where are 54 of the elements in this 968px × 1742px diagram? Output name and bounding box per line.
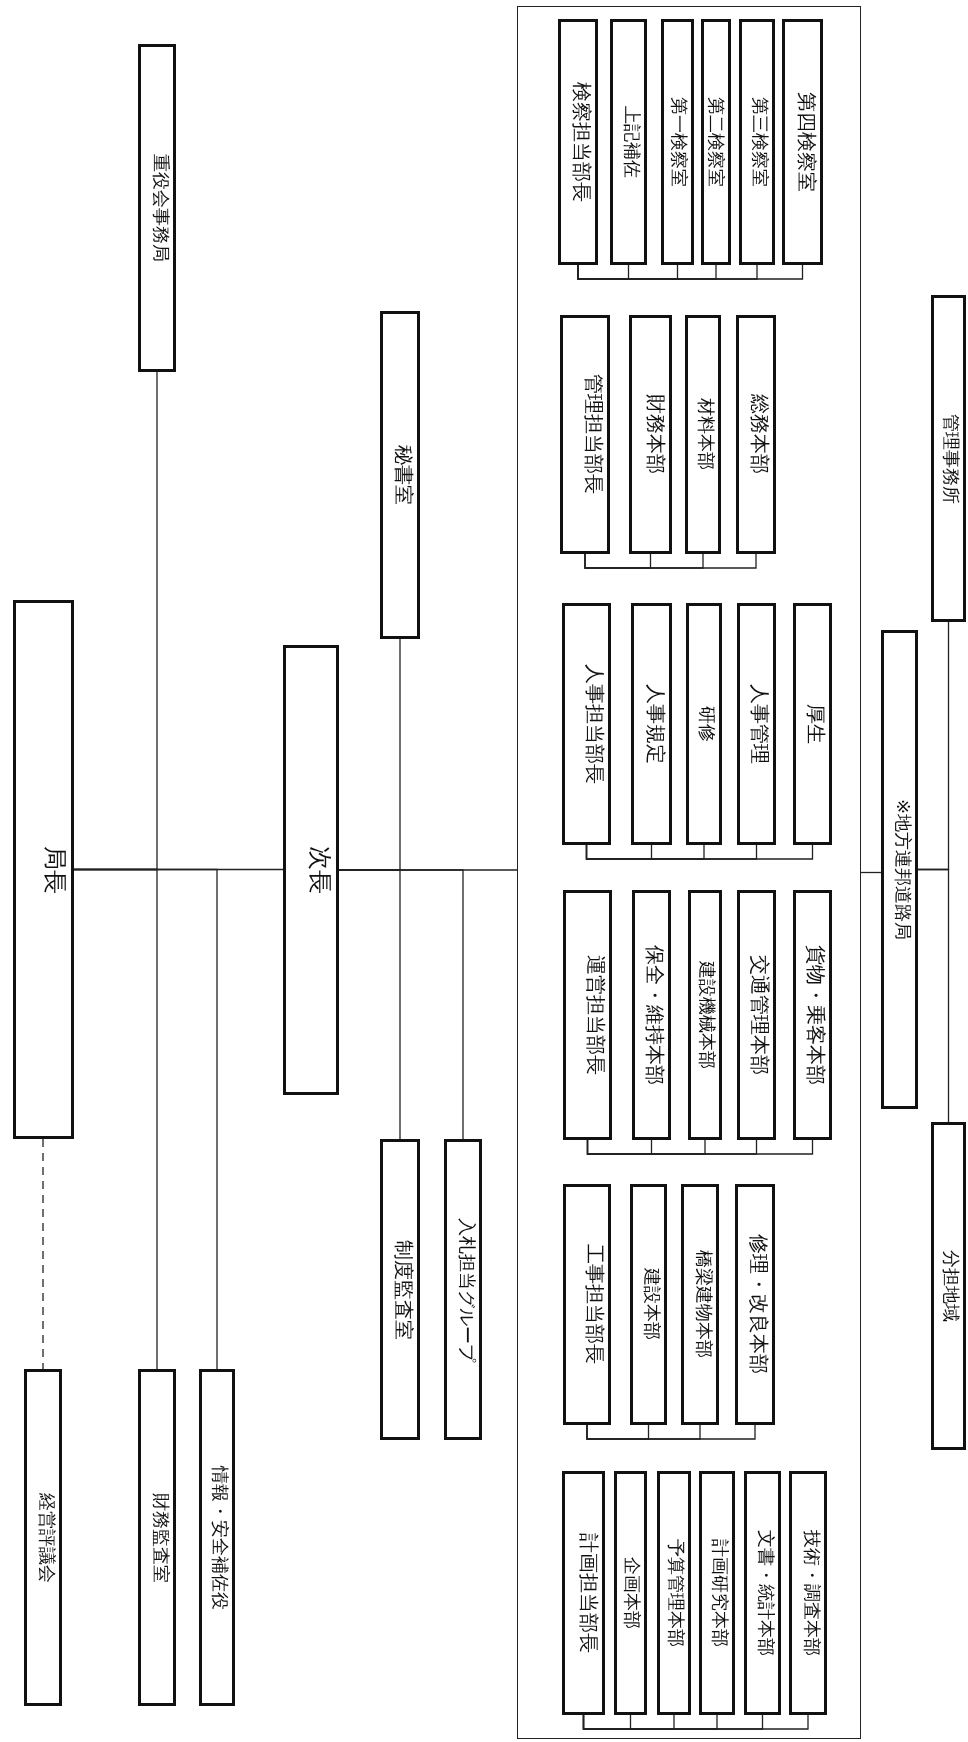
org-box: 貨物・乗客本部 xyxy=(792,889,832,1140)
connector-line xyxy=(586,1424,756,1440)
org-box: 材料本部 xyxy=(684,314,721,554)
org-box: 厚生 xyxy=(792,602,832,845)
org-box: 次長 xyxy=(283,645,339,1095)
connector-line xyxy=(582,1714,809,1730)
org-box: 第一検察室 xyxy=(660,18,694,265)
org-box: 秘書室 xyxy=(380,311,420,639)
org-box: 管理事務所 xyxy=(931,295,966,622)
org-box: 計画研究本部 xyxy=(698,1470,735,1715)
org-box: 制度監査室 xyxy=(380,1139,420,1440)
group-frame xyxy=(517,6,861,1739)
org-box: 入札担当グループ xyxy=(444,1139,482,1440)
org-box: 検察担当部長 xyxy=(557,18,598,265)
org-box: 技術・調査本部 xyxy=(788,1470,827,1715)
org-box: 研修 xyxy=(685,602,722,845)
org-box: 橋梁建物本部 xyxy=(680,1183,719,1425)
org-box: 総務本部 xyxy=(735,314,776,554)
org-box: 局長 xyxy=(13,600,74,1139)
org-box: 第四検察室 xyxy=(781,18,823,265)
org-box: 企画本部 xyxy=(613,1470,647,1715)
org-box: 経営評議会 xyxy=(24,1369,62,1706)
connector-line xyxy=(585,844,814,860)
connector-line xyxy=(338,869,518,871)
org-box: 交通管理本部 xyxy=(736,889,776,1140)
org-box: 建設機械本部 xyxy=(687,889,722,1140)
org-box: 重役会事務局 xyxy=(138,44,176,372)
org-box: 工事担当部長 xyxy=(562,1183,611,1425)
org-box: 人事担当部長 xyxy=(561,602,611,845)
org-box: 修理・改良本部 xyxy=(734,1183,775,1425)
org-box: 建設本部 xyxy=(629,1183,667,1425)
org-box: 第二検察室 xyxy=(700,18,731,265)
connector-line xyxy=(584,553,757,569)
org-box: 財務本部 xyxy=(628,314,672,554)
connector-line xyxy=(586,1139,814,1155)
connector-line xyxy=(577,264,804,280)
org-box: 保全・維持本部 xyxy=(631,889,671,1140)
connector-line xyxy=(860,871,882,874)
org-box: 分担地域 xyxy=(931,1122,966,1450)
connector-line xyxy=(917,868,950,1123)
org-box: 予算管理本部 xyxy=(656,1470,691,1715)
org-box: 財務監査室 xyxy=(138,1369,176,1706)
org-box: 情報・安全補佐役 xyxy=(199,1369,235,1706)
org-box: 第三検察室 xyxy=(738,18,775,265)
org-box: ※地方連邦道路局 xyxy=(881,630,918,1109)
org-box: 人事規定 xyxy=(630,602,672,845)
org-box: 計画担当部長 xyxy=(561,1470,605,1715)
org-box: 人事管理 xyxy=(736,602,776,845)
connector-line xyxy=(42,1138,44,1370)
org-box: 文書・統計本部 xyxy=(743,1470,781,1715)
org-box: 運営担当部長 xyxy=(562,889,612,1140)
org-box: 上記補佐 xyxy=(609,18,647,265)
connector-line xyxy=(73,868,284,871)
org-box: 管理担当部長 xyxy=(559,314,610,554)
